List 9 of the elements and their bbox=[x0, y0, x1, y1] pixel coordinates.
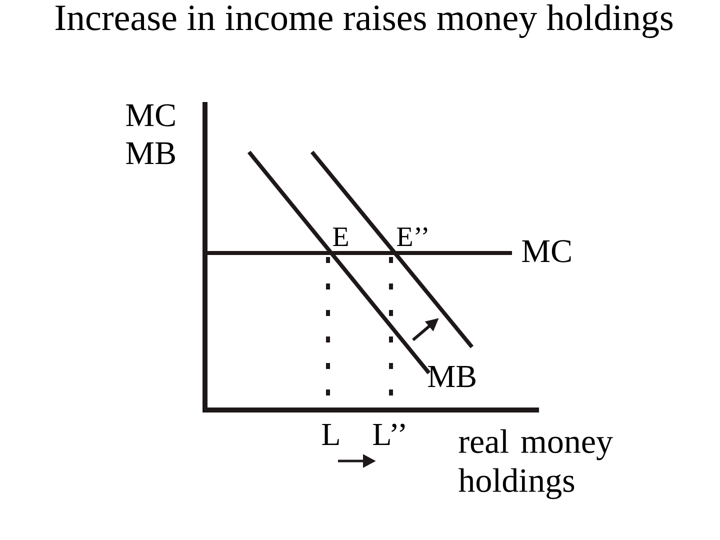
axis-label: MC MB bbox=[126, 104, 175, 164]
point-label: L bbox=[322, 424, 339, 445]
point-label: L’’ bbox=[373, 424, 405, 445]
curve-label: MB bbox=[428, 366, 476, 388]
axis-label: real money holdings bbox=[458, 429, 613, 500]
point-label: E’’ bbox=[397, 227, 428, 246]
point-label: E bbox=[333, 228, 348, 246]
title: Increase in income raises money holdings bbox=[56, 4, 673, 38]
curve-label: MC bbox=[522, 240, 571, 262]
